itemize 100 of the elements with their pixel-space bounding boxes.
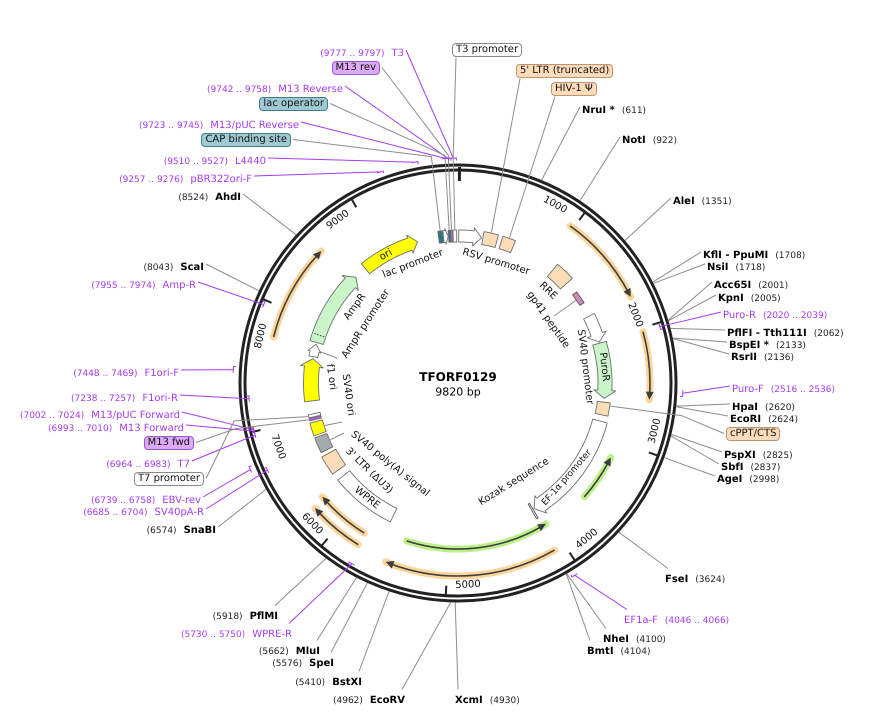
primer-name: F1ori-F bbox=[144, 368, 179, 380]
leader-line bbox=[652, 252, 702, 283]
coordinate-label: 7000 bbox=[268, 432, 288, 461]
enzyme-name: BstXI bbox=[332, 676, 362, 688]
cut-position: (5918) bbox=[212, 610, 243, 622]
enzyme-name: XcmI bbox=[455, 694, 483, 706]
leader-line bbox=[566, 573, 590, 641]
leader-line bbox=[319, 351, 338, 358]
leader-line bbox=[288, 562, 355, 624]
enzyme-name: AhdI bbox=[215, 192, 241, 204]
leader-line bbox=[672, 338, 728, 342]
cut-position: (6574) bbox=[146, 524, 177, 536]
enzyme-name: ScaI bbox=[180, 262, 204, 274]
leader-line bbox=[668, 294, 716, 322]
coordinate-label: 8000 bbox=[252, 322, 270, 350]
enzyme-name: KpnI bbox=[718, 292, 744, 304]
primer-name: EF1a-F bbox=[624, 614, 658, 626]
cut-position: (4962) bbox=[332, 694, 363, 706]
primer-name: pBR322ori-F bbox=[190, 174, 252, 186]
enzyme-name: KflI - PpuMI bbox=[703, 250, 768, 262]
enzyme-name: PflFI - Tth111I bbox=[727, 328, 807, 340]
feature-label: T3 promoter bbox=[452, 42, 522, 56]
primer-name: Puro-F bbox=[732, 384, 764, 396]
primer-name: T3 bbox=[392, 48, 404, 60]
enzyme-name: SpeI bbox=[309, 658, 334, 670]
leader-line bbox=[254, 170, 384, 176]
cut-position: (2133) bbox=[776, 340, 806, 352]
enzyme-name: AleI bbox=[673, 196, 695, 208]
enzyme-name: NsiI bbox=[707, 262, 728, 274]
primer-name: Amp-R bbox=[162, 280, 196, 292]
leader-line bbox=[672, 338, 730, 354]
cut-position: (2624) bbox=[768, 414, 798, 426]
leader-line bbox=[566, 573, 606, 629]
feature-name: PuroR bbox=[597, 352, 612, 382]
leader-line bbox=[624, 198, 672, 241]
primer-range: (7002 .. 7024) bbox=[20, 410, 84, 422]
enzyme-name: PflMI bbox=[250, 610, 278, 622]
cut-position: (5410) bbox=[295, 676, 326, 688]
enzyme-name: BmtI bbox=[587, 646, 614, 658]
leader-line bbox=[330, 582, 368, 653]
primer-range: (9510 .. 9527) bbox=[164, 156, 228, 168]
cut-position: (1351) bbox=[702, 196, 732, 208]
enzyme-name: NotI bbox=[622, 134, 646, 146]
coordinate-label: 5000 bbox=[455, 579, 482, 592]
leader-line bbox=[180, 366, 237, 374]
cut-position: (8524) bbox=[178, 192, 208, 204]
enzyme-name: PspXI bbox=[724, 450, 756, 462]
enzyme-name: SnaBI bbox=[184, 524, 216, 536]
primer-range: (9723 .. 9745) bbox=[138, 120, 204, 132]
primer-name: T7 bbox=[178, 458, 190, 470]
feature-label: cPPT/CTS bbox=[726, 426, 780, 440]
cut-position: (2620) bbox=[765, 402, 795, 414]
primer-range: (6739 .. 6758) bbox=[91, 494, 156, 506]
cut-position: (2062) bbox=[814, 328, 844, 340]
primer-range: (6964 .. 6983) bbox=[106, 458, 171, 470]
cut-position: (2837) bbox=[750, 462, 780, 474]
primer-name: M13/pUC Reverse bbox=[210, 120, 299, 132]
cut-position: (1718) bbox=[735, 262, 766, 274]
enzyme-name: NheI bbox=[603, 634, 629, 646]
leader-line bbox=[330, 103, 450, 230]
feature-name: ori bbox=[377, 247, 394, 264]
leader-line bbox=[242, 194, 297, 236]
primer-name: M13 Reverse bbox=[278, 84, 343, 96]
enzyme-name: HpaI bbox=[732, 402, 758, 414]
feature-label: lac operator bbox=[259, 96, 328, 110]
leader-line bbox=[509, 96, 556, 238]
leader-line bbox=[610, 406, 724, 434]
cut-position: (2825) bbox=[762, 450, 793, 462]
leader-line bbox=[664, 457, 716, 476]
leader-line bbox=[570, 573, 628, 610]
leader-line bbox=[670, 434, 722, 452]
coordinate-label: 3000 bbox=[646, 418, 664, 445]
leader-line bbox=[670, 328, 726, 330]
leader-line bbox=[668, 282, 712, 321]
cut-position: (922) bbox=[652, 134, 677, 146]
primer-range: (4046 .. 4066) bbox=[664, 614, 730, 626]
primer-name: M13/pUC Forward bbox=[91, 410, 180, 422]
enzyme-name: RsrII bbox=[731, 352, 758, 364]
primer-name: M13 Forward bbox=[119, 422, 184, 434]
enzyme-name: BspEI * bbox=[729, 340, 769, 352]
primer-range: (6993 .. 7010) bbox=[48, 422, 112, 434]
primer-name: F1ori-R bbox=[142, 392, 178, 404]
leader-line bbox=[186, 424, 256, 434]
enzyme-name: SbfI bbox=[721, 462, 744, 474]
primer-range: (6685 .. 6704) bbox=[83, 506, 148, 518]
cut-position: (2136) bbox=[764, 352, 794, 364]
leader-line bbox=[580, 136, 620, 202]
primer-name: Puro-R bbox=[723, 310, 756, 322]
feature-label: M13 fwd bbox=[144, 436, 194, 450]
cut-position: (8043) bbox=[143, 262, 174, 274]
primer-range: (9777 .. 9797) bbox=[320, 48, 385, 60]
leader-line bbox=[218, 488, 266, 528]
leader-line bbox=[618, 532, 668, 569]
leader-line bbox=[670, 436, 720, 464]
cut-position: (2005) bbox=[750, 292, 781, 304]
leader-line bbox=[344, 86, 452, 162]
enzyme-name: NruI * bbox=[582, 104, 615, 116]
feature-label: CAP binding site bbox=[201, 132, 291, 146]
leader-line bbox=[202, 465, 252, 498]
feature-name: SV40 promoter bbox=[574, 328, 596, 406]
